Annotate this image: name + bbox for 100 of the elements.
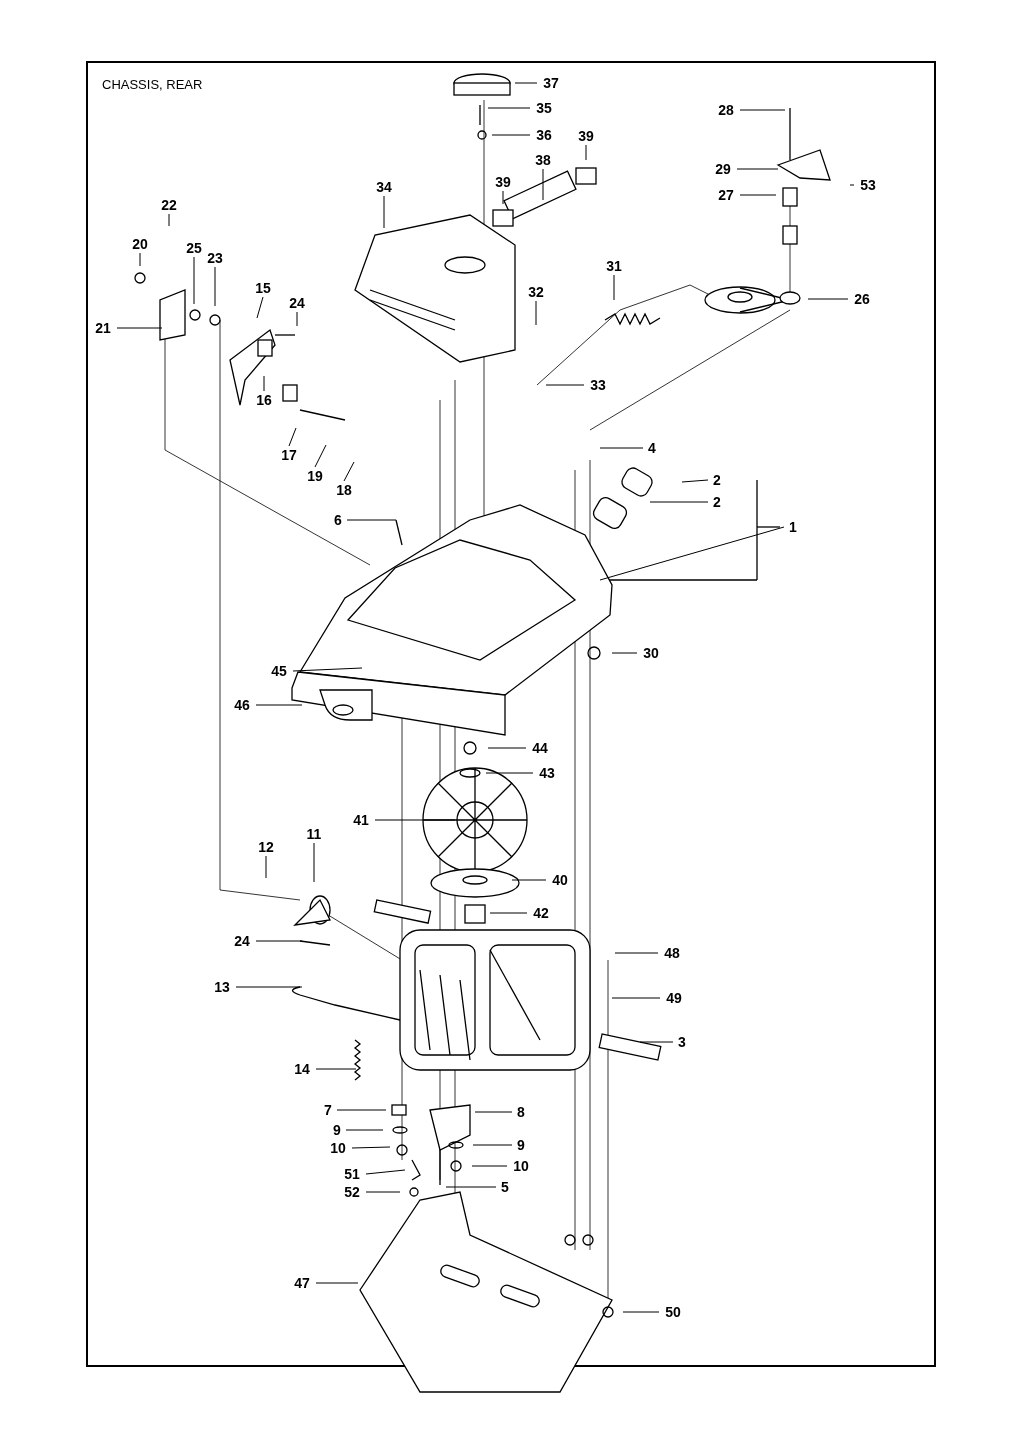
callout-number: 10 bbox=[330, 1140, 346, 1156]
leader-line bbox=[374, 819, 456, 821]
callout-number: 48 bbox=[664, 945, 680, 961]
leader-line bbox=[255, 940, 303, 942]
callout-number: 40 bbox=[552, 872, 568, 888]
leader-line bbox=[193, 256, 195, 305]
callout-number: 33 bbox=[590, 377, 606, 393]
leader-line bbox=[514, 82, 538, 84]
callout-number: 47 bbox=[294, 1275, 310, 1291]
leader-line bbox=[139, 252, 141, 267]
leader-line bbox=[599, 526, 785, 581]
leader-line bbox=[343, 461, 355, 482]
callout-number: 45 bbox=[271, 663, 287, 679]
leader-line bbox=[235, 986, 303, 988]
callout-number: 12 bbox=[258, 839, 274, 855]
callout-number: 11 bbox=[306, 826, 322, 842]
callout-number: 19 bbox=[307, 468, 323, 484]
leader-line bbox=[288, 427, 297, 447]
diagram-title: CHASSIS, REAR bbox=[102, 77, 203, 92]
callout-number: 26 bbox=[854, 291, 870, 307]
callout-number: 22 bbox=[161, 197, 177, 213]
callout-number: 35 bbox=[536, 100, 552, 116]
leader-line bbox=[611, 652, 638, 654]
callout-number: 38 bbox=[535, 152, 551, 168]
callout-number: 42 bbox=[533, 905, 549, 921]
leader-line bbox=[599, 447, 644, 449]
leader-line bbox=[313, 842, 315, 883]
leader-line bbox=[807, 298, 849, 300]
leader-line bbox=[485, 772, 534, 774]
callout-number: 37 bbox=[543, 75, 559, 91]
leader-line bbox=[489, 912, 528, 914]
callout-number: 4 bbox=[648, 440, 656, 456]
callout-number: 34 bbox=[376, 179, 392, 195]
callout-number: 17 bbox=[281, 447, 297, 463]
callout-number: 53 bbox=[860, 177, 876, 193]
callout-number: 30 bbox=[643, 645, 659, 661]
callout-number: 24 bbox=[289, 295, 305, 311]
callout-number: 1 bbox=[789, 519, 797, 535]
leader-line bbox=[511, 879, 547, 881]
callout-number: 50 bbox=[665, 1304, 681, 1320]
leader-line bbox=[849, 184, 855, 186]
callout-number: 41 bbox=[353, 812, 369, 828]
callout-number: 20 bbox=[132, 236, 148, 252]
leader-line bbox=[613, 274, 615, 301]
callout-number: 3 bbox=[678, 1034, 686, 1050]
leader-line bbox=[383, 195, 385, 229]
leader-line bbox=[214, 266, 216, 307]
callout-number: 24 bbox=[234, 933, 250, 949]
callout-number: 52 bbox=[344, 1184, 360, 1200]
leader-line bbox=[315, 1068, 357, 1070]
leader-line bbox=[611, 997, 661, 999]
callout-number: 9 bbox=[517, 1137, 525, 1153]
leader-line bbox=[739, 109, 786, 111]
leader-line bbox=[445, 1186, 497, 1188]
leader-line bbox=[474, 1111, 513, 1113]
leader-line bbox=[365, 1191, 401, 1193]
leader-line bbox=[487, 747, 527, 749]
leader-line bbox=[681, 479, 709, 483]
callout-number: 49 bbox=[666, 990, 682, 1006]
callout-number: 29 bbox=[715, 161, 731, 177]
callout-number: 39 bbox=[578, 128, 594, 144]
callout-number: 9 bbox=[333, 1122, 341, 1138]
callout-number: 8 bbox=[517, 1104, 525, 1120]
callout-number: 6 bbox=[334, 512, 342, 528]
leader-line bbox=[365, 1169, 406, 1175]
leader-line bbox=[256, 296, 264, 319]
callout-number: 13 bbox=[214, 979, 230, 995]
callout-number: 15 bbox=[255, 280, 271, 296]
callout-number: 2 bbox=[713, 472, 721, 488]
leader-line bbox=[296, 311, 298, 327]
leader-line bbox=[471, 1165, 508, 1167]
leader-line bbox=[255, 704, 303, 706]
callout-number: 2 bbox=[713, 494, 721, 510]
leader-line bbox=[314, 444, 327, 468]
leader-line bbox=[585, 144, 587, 161]
callout-number: 27 bbox=[718, 187, 734, 203]
leader-line bbox=[649, 501, 709, 503]
leader-line bbox=[168, 213, 170, 227]
callout-number: 31 bbox=[606, 258, 622, 274]
leader-line bbox=[263, 375, 265, 392]
leader-line bbox=[542, 168, 544, 201]
leader-line bbox=[351, 1146, 391, 1149]
leader-line bbox=[491, 134, 531, 136]
leader-line bbox=[336, 1109, 387, 1111]
leader-line bbox=[346, 519, 397, 521]
leader-line bbox=[622, 1311, 660, 1313]
callout-number: 16 bbox=[256, 392, 272, 408]
callout-number: 18 bbox=[336, 482, 352, 498]
leader-line bbox=[739, 194, 777, 196]
leader-line bbox=[502, 190, 504, 205]
callout-number: 28 bbox=[718, 102, 734, 118]
leader-line bbox=[116, 327, 163, 329]
callout-number: 10 bbox=[513, 1158, 529, 1174]
leader-line bbox=[345, 1129, 384, 1131]
leader-line bbox=[315, 1282, 359, 1284]
callout-number: 39 bbox=[495, 174, 511, 190]
callout-number: 25 bbox=[186, 240, 202, 256]
callout-number: 51 bbox=[344, 1166, 360, 1182]
leader-line bbox=[736, 168, 779, 170]
callout-number: 43 bbox=[539, 765, 555, 781]
